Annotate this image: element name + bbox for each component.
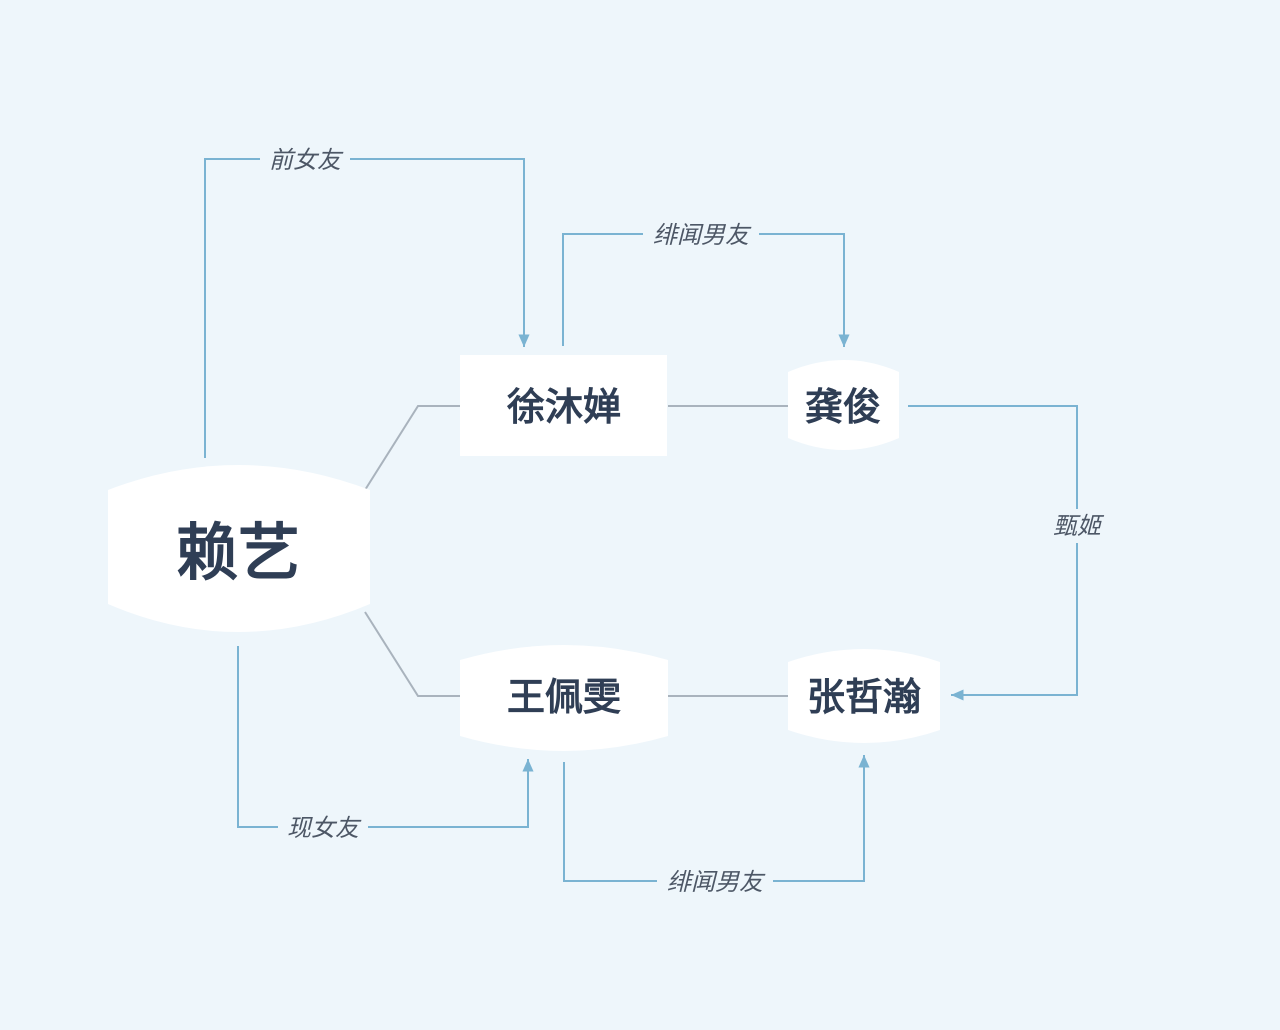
topic-label: 张哲瀚 bbox=[807, 675, 921, 719]
topic-label: 龚俊 bbox=[805, 385, 881, 429]
relation-label-root-xu[interactable]: 前女友 bbox=[260, 143, 350, 175]
relation-label-gong-zhang[interactable]: 甄姬 bbox=[1046, 509, 1108, 543]
relation-label-root-wang[interactable]: 现女友 bbox=[278, 811, 368, 843]
relation-label-text: 绯闻男友 bbox=[653, 221, 752, 249]
topic-node-gong[interactable]: 龚俊 bbox=[788, 360, 899, 450]
topic-node-zhang[interactable]: 张哲瀚 bbox=[788, 649, 940, 743]
relation-line-gong-zhang bbox=[908, 405, 1078, 701]
relation-label-text: 绯闻男友 bbox=[667, 868, 766, 896]
topic-label: 徐沐婵 bbox=[506, 385, 621, 429]
central-topic-label: 赖艺 bbox=[176, 516, 300, 589]
relation-line-root-wang bbox=[237, 646, 534, 828]
topic-node-xu[interactable]: 徐沐婵 bbox=[460, 355, 667, 456]
central-topic-node[interactable]: 赖艺 bbox=[108, 465, 370, 632]
topic-label: 王佩雯 bbox=[507, 675, 621, 719]
relation-label-text: 前女友 bbox=[269, 146, 344, 174]
connector-root-wang bbox=[364, 611, 460, 697]
topic-node-wang[interactable]: 王佩雯 bbox=[460, 645, 668, 751]
relation-line-xu-gong bbox=[562, 233, 850, 347]
relation-label-xu-gong[interactable]: 绯闻男友 bbox=[643, 218, 759, 250]
relation-label-text: 现女友 bbox=[287, 814, 362, 842]
relation-label-text: 甄姬 bbox=[1053, 512, 1105, 540]
connector-root-xu bbox=[364, 405, 460, 491]
relation-label-wang-zhang[interactable]: 绯闻男友 bbox=[657, 865, 773, 897]
relation-line-root-xu bbox=[204, 158, 530, 458]
relation-line-wang-zhang bbox=[563, 755, 870, 882]
